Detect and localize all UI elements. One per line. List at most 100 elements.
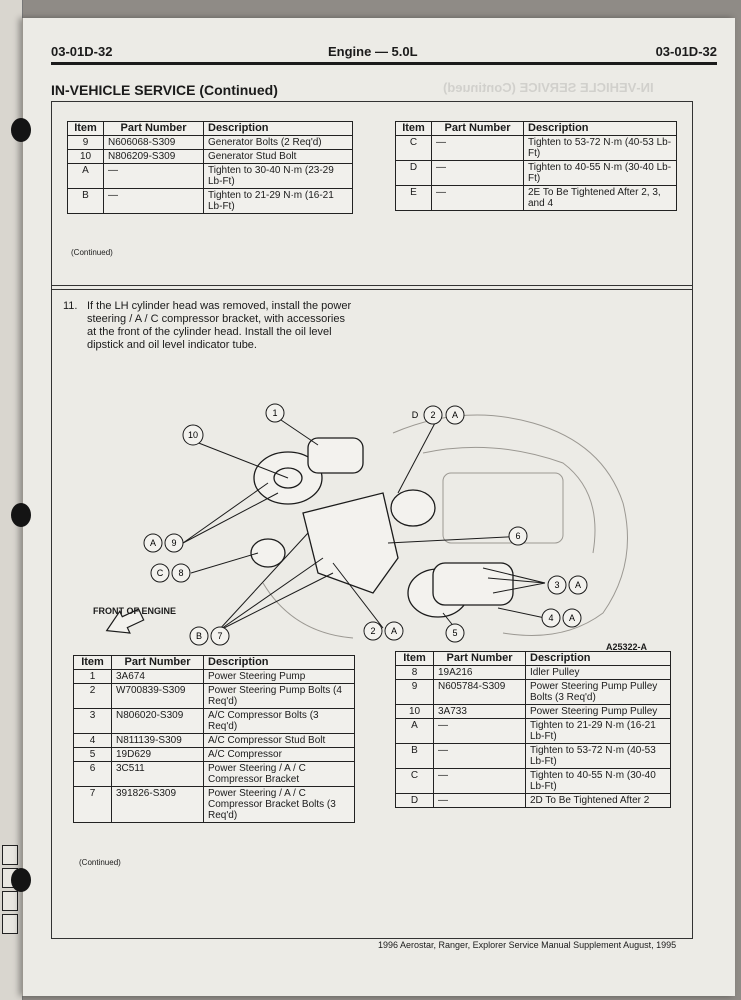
column-header: Item [395,651,434,666]
index-tab-mark [2,891,18,911]
parts-table-3: Item Part Number Description 1 3A674 Pow… [73,655,355,823]
table-row: 10 3A733 Power Steering Pump Pulley [395,704,671,719]
description-cell: A/C Compressor Stud Bolt [203,733,355,748]
continued-note: (Continued) [71,248,113,257]
description-cell: 2D To Be Tightened After 2 [525,793,671,808]
item-cell: 4 [73,733,112,748]
front-arrow-icon [105,608,145,634]
part-number-cell: W700839-S309 [111,683,204,709]
svg-text:A: A [575,580,581,590]
housing-shape [390,489,436,527]
part-number-cell: 391826-S309 [111,786,204,823]
callout-10: 10 [182,424,204,446]
table-row: 10 N806209-S309 Generator Stud Bolt [67,149,353,164]
callout-b7: B 7 [189,626,230,646]
column-header: Part Number [111,655,204,670]
svg-text:1: 1 [272,408,277,418]
part-number-cell: 3A674 [111,669,204,684]
part-number-cell: N806209-S309 [103,149,204,164]
item-cell: D [395,160,432,186]
binder-strip [0,0,23,1000]
description-cell: A/C Compressor [203,747,355,762]
item-cell: E [395,185,432,211]
section-title: IN-VEHICLE SERVICE (Continued) [51,82,278,98]
part-number-cell: 3A733 [433,704,526,719]
continued-note: (Continued) [79,858,121,867]
item-cell: D [395,793,434,808]
table-header-row: Item Part Number Description [73,655,355,670]
callout-2a-lower: 2 A [363,621,404,641]
part-number-cell: — [103,188,204,214]
column-header: Item [67,121,104,136]
description-cell: Tighten to 21-29 N·m (16-21 Lb-Ft) [203,188,353,214]
svg-text:7: 7 [217,631,222,641]
table-row: B — Tighten to 53-72 N·m (40-53 Lb-Ft) [395,743,671,769]
item-cell: 2 [73,683,112,709]
description-cell: Power Steering Pump Pulley Bolts (3 Req'… [525,679,671,705]
parts-table-1: Item Part Number Description 9 N606068-S… [67,121,353,214]
bracket-shape [302,492,399,594]
step-number: 11. [63,300,78,312]
column-header: Part Number [431,121,524,136]
engine-background-sketch [262,414,628,639]
svg-text:8: 8 [178,568,183,578]
item-cell: 8 [395,665,434,680]
table-row: 4 N811139-S309 A/C Compressor Stud Bolt [73,733,355,748]
callout-c8: C 8 [150,563,191,583]
svg-text:C: C [157,568,164,578]
pump-shape [307,437,364,474]
svg-text:4: 4 [548,613,553,623]
parts-table-2: Item Part Number Description C — Tighten… [395,121,677,211]
part-number-cell: 3C511 [111,761,204,787]
binder-hole [11,503,31,527]
description-cell: Power Steering Pump Pulley [525,704,671,719]
description-cell: Tighten to 53-72 N·m (40-53 Lb-Ft) [525,743,671,769]
index-tab-mark [2,845,18,865]
callout-1: 1 [265,403,285,423]
table-row: 6 3C511 Power Steering / A / C Compresso… [73,761,355,787]
item-cell: 9 [67,135,104,150]
callout-bubbles: 1 10 D 2 A 6 A 9 C 8 3 A 4 A [143,403,588,646]
column-header: Description [203,121,353,136]
description-cell: Tighten to 53-72 N·m (40-53 Lb-Ft) [523,135,677,161]
part-number-cell: — [433,768,526,794]
part-number-cell: 19A216 [433,665,526,680]
svg-text:D: D [412,410,419,420]
header-rule [51,62,717,65]
table-row: C — Tighten to 53-72 N·m (40-53 Lb-Ft) [395,135,677,161]
callout-3a: 3 A [547,575,588,595]
table-row: 3 N806020-S309 A/C Compressor Bolts (3 R… [73,708,355,734]
description-cell: Tighten to 30-40 N·m (23-29 Lb-Ft) [203,163,353,189]
svg-text:A: A [391,626,397,636]
part-number-cell: N806020-S309 [111,708,204,734]
part-number-cell: N811139-S309 [111,733,204,748]
table-row: 9 N606068-S309 Generator Bolts (2 Req'd) [67,135,353,150]
item-cell: 6 [73,761,112,787]
page-code-left: 03-01D-32 [51,44,113,59]
svg-text:6: 6 [515,531,520,541]
column-header: Description [523,121,677,136]
part-number-cell: — [433,793,526,808]
idler-pulley-shape [250,538,286,568]
column-header: Part Number [433,651,526,666]
part-number-cell: 19D629 [111,747,204,762]
item-cell: 7 [73,786,112,823]
description-cell: 2E To Be Tightened After 2, 3, and 4 [523,185,677,211]
table-row: A — Tighten to 30-40 N·m (23-29 Lb-Ft) [67,163,353,189]
column-header: Part Number [103,121,204,136]
svg-text:B: B [196,631,202,641]
callout-5: 5 [445,623,465,643]
parts-table-4: Item Part Number Description 8 19A216 Id… [395,651,671,808]
table-row: 2 W700839-S309 Power Steering Pump Bolts… [73,683,355,709]
page-header-title: Engine — 5.0L [328,44,418,59]
part-number-cell: — [433,743,526,769]
index-tab-mark [2,914,18,934]
callout-a9: A 9 [143,533,184,553]
table-row: C — Tighten to 40-55 N·m (30-40 Lb-Ft) [395,768,671,794]
description-cell: Tighten to 40-55 N·m (30-40 Lb-Ft) [525,768,671,794]
item-cell: B [395,743,434,769]
part-number-cell: — [431,160,524,186]
table-row: 5 19D629 A/C Compressor [73,747,355,762]
table-row: 1 3A674 Power Steering Pump [73,669,355,684]
description-cell: Idler Pulley [525,665,671,680]
